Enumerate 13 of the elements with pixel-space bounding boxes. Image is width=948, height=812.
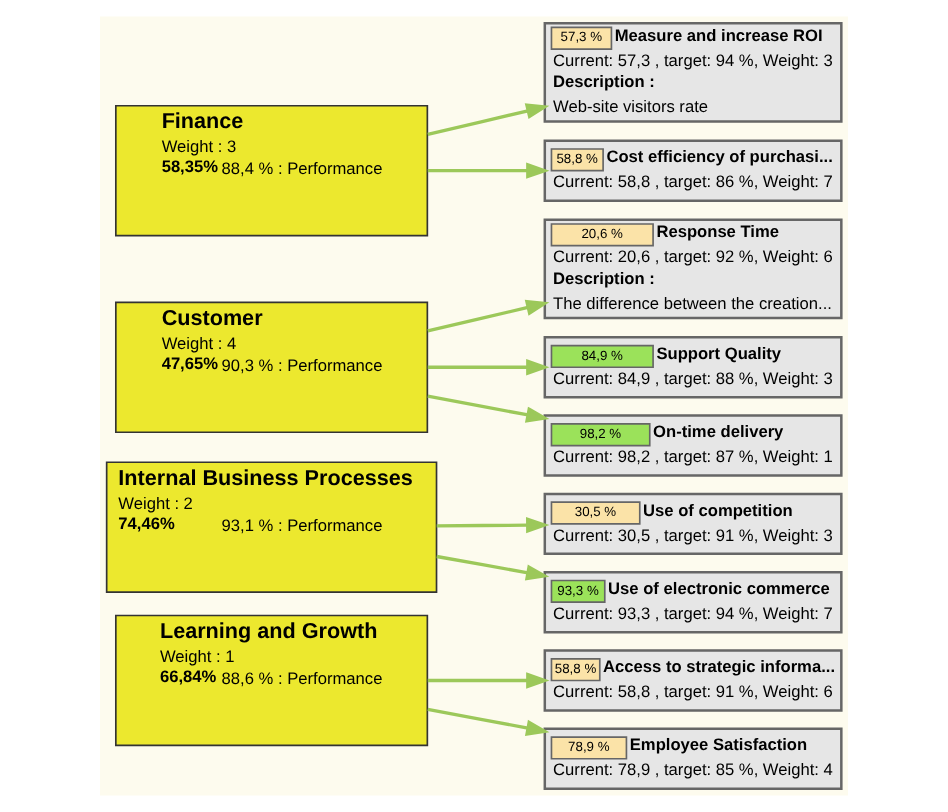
arrow [427,394,550,423]
arrow [427,707,550,736]
arrow [436,554,550,581]
arrow [427,359,550,376]
arrow [427,103,550,136]
arrow [436,517,550,534]
node-box: Finance Weight : 3 58,35% 88,4 % : Performance [115,104,429,237]
arrow [427,672,550,689]
node-box: Customer Weight : 4 47,65% 90,3 % : Performance [115,301,429,434]
arrow [427,299,550,333]
node-box: Internal Business Processes Weight : 2 74,46% 93,1 % : Performance [105,461,438,593]
node-box: Learning and Growth Weight : 1 66,84% 88,6 % : Performance [115,614,429,747]
arrow [427,162,550,179]
